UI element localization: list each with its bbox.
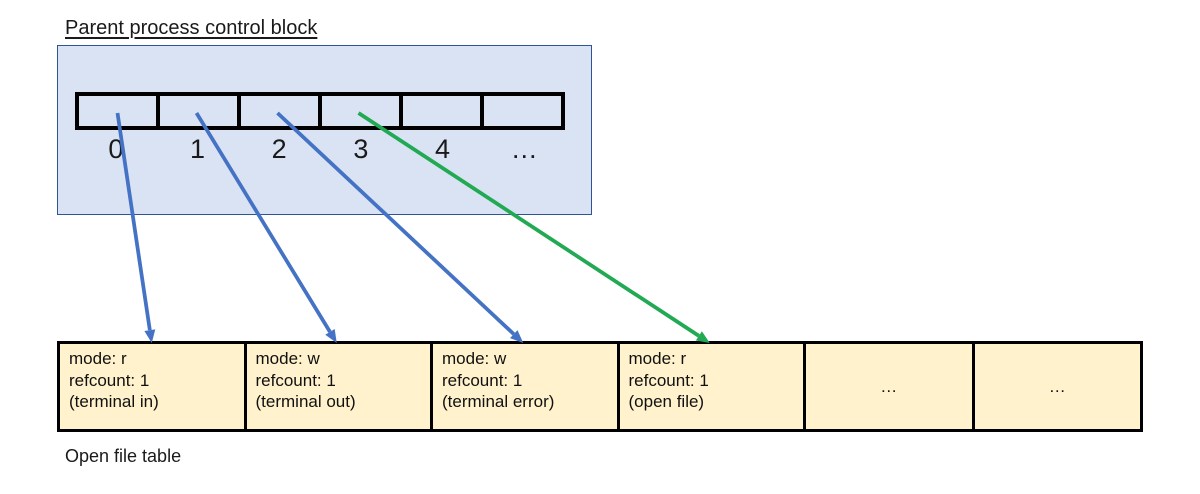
open-file-table-label: Open file table	[65, 446, 182, 466]
pcb-title: Parent process control block	[65, 17, 318, 39]
entry-ellipsis: …	[1048, 376, 1066, 396]
fd-cell	[480, 96, 561, 126]
entry-mode: mode: r	[69, 349, 127, 368]
fd-cell	[399, 96, 480, 126]
pcb-panel	[57, 45, 592, 215]
entry-mode: mode: w	[255, 349, 320, 368]
fd-cell	[318, 96, 399, 126]
open-file-table: mode: r refcount: 1 (terminal in) mode: …	[57, 341, 1143, 432]
entry-refcount: refcount: 1	[628, 370, 709, 390]
open-file-entry: …	[971, 344, 1141, 429]
fd-cell	[79, 96, 156, 126]
open-file-entry: mode: r refcount: 1 (open file)	[616, 344, 804, 429]
fd-cell	[237, 96, 318, 126]
entry-description: (terminal out)	[255, 392, 356, 411]
fd-index-label: …	[510, 134, 538, 164]
entry-mode: mode: r	[628, 349, 687, 368]
fd-cell	[156, 96, 237, 126]
open-file-entry: mode: w refcount: 1 (terminal error)	[430, 344, 617, 429]
entry-description: (terminal in)	[69, 392, 159, 411]
entry-ellipsis: …	[880, 376, 898, 396]
entry-refcount: refcount: 1	[69, 370, 150, 390]
fd-index-label: 0	[108, 134, 124, 164]
entry-refcount: refcount: 1	[442, 370, 523, 390]
entry-refcount: refcount: 1	[255, 370, 336, 390]
open-file-entry: mode: r refcount: 1 (terminal in)	[60, 344, 244, 429]
fd-index-row: 0 1 2 3 4 …	[75, 132, 565, 166]
fd-index-label: 2	[271, 134, 287, 164]
entry-description: (open file)	[628, 392, 705, 411]
entry-description: (terminal error)	[442, 392, 555, 411]
entry-mode: mode: w	[442, 349, 507, 368]
fd-index-label: 1	[189, 134, 206, 164]
fd-index-label: 3	[353, 134, 369, 164]
open-file-entry: …	[803, 344, 972, 429]
open-file-entry: mode: w refcount: 1 (terminal out)	[243, 344, 431, 429]
fd-table	[75, 92, 565, 130]
fd-index-label: 4	[435, 134, 451, 164]
